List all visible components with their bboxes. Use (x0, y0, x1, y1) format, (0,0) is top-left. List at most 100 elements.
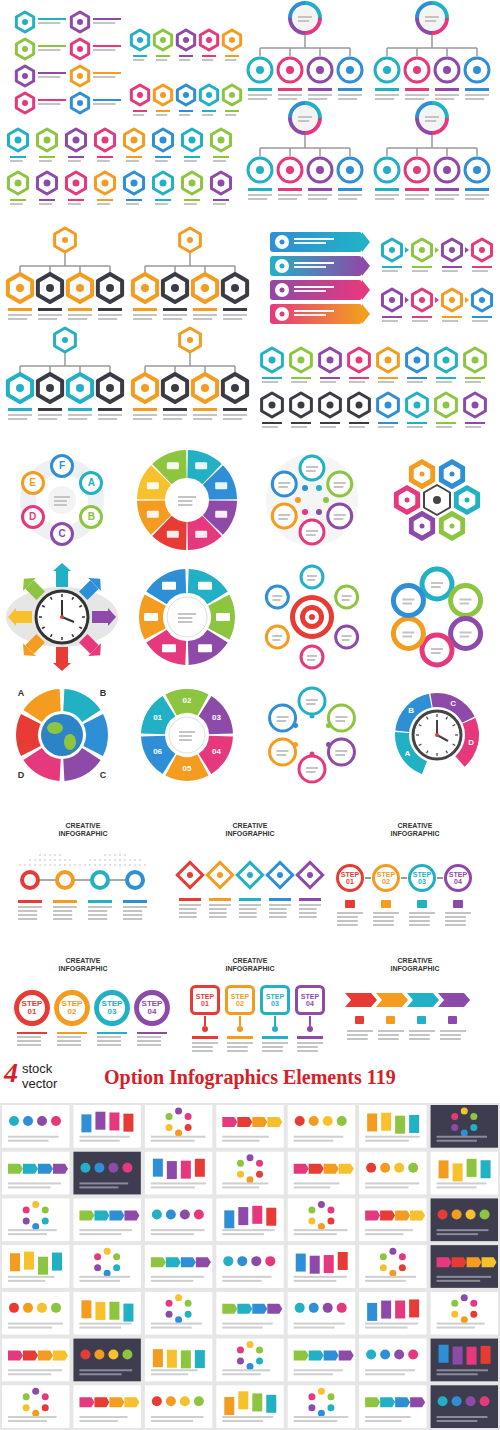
hexagon (407, 393, 428, 417)
text-bar (465, 88, 489, 91)
wire (387, 147, 477, 149)
thumb-arrow (339, 1351, 354, 1361)
circle-shape (452, 1396, 462, 1406)
thumb-arrow (294, 1164, 309, 1174)
circle-shape (295, 1303, 305, 1313)
text-bar (405, 194, 429, 196)
circle-shape (9, 1303, 19, 1313)
hexagon (223, 374, 247, 402)
wire (446, 717, 448, 720)
hexagon (399, 491, 415, 509)
circle-shape (327, 402, 334, 409)
text-bar (269, 904, 291, 906)
text-bar (98, 308, 122, 311)
node-text: F (59, 461, 65, 472)
circle-shape (80, 1163, 90, 1173)
circle-shape (316, 509, 322, 515)
circle-shape (39, 859, 41, 861)
step-ring: STEP 04 (134, 990, 170, 1026)
arc-segment (187, 516, 221, 550)
circle-shape (298, 357, 305, 364)
circle-shape (114, 859, 116, 861)
circle-shape (465, 498, 470, 503)
node-text: STEP 02 (60, 1000, 84, 1017)
text-bar (133, 308, 157, 311)
note-box (167, 531, 179, 538)
circle-shape (380, 1253, 387, 1260)
circle-shape (301, 566, 323, 588)
hexagon (193, 274, 217, 302)
circle-shape (94, 1264, 101, 1271)
text-bar (342, 599, 350, 601)
circle-shape (419, 247, 425, 253)
circle-shape (125, 870, 145, 890)
text-bar (272, 595, 282, 597)
arc-segment (137, 500, 171, 534)
hexagon (16, 12, 33, 32)
text-bar (79, 1373, 121, 1375)
text-bar (179, 59, 190, 61)
thumb-bar (367, 1113, 377, 1131)
circle-shape (479, 247, 485, 253)
circle-shape (308, 1217, 315, 1224)
thumb-arrow (294, 1351, 309, 1361)
circle-shape (113, 1264, 120, 1271)
wire (72, 597, 74, 600)
thumb-arrow (267, 1304, 282, 1314)
circle-shape (108, 1350, 118, 1360)
text-bar (133, 55, 147, 57)
text-bar (53, 914, 72, 916)
wire (144, 266, 146, 273)
text-bar (262, 1042, 288, 1044)
diamond (267, 862, 292, 887)
circle-shape (77, 73, 83, 79)
text-bar (151, 1182, 206, 1184)
text-bar (93, 45, 121, 47)
circle-shape (413, 66, 421, 74)
thumb-arrow (410, 1210, 425, 1220)
node-text: STEP 01 (340, 871, 360, 886)
text-bar (151, 1276, 204, 1278)
hexagon (66, 172, 85, 194)
circle-border (338, 866, 363, 891)
text-bar (308, 98, 327, 100)
hexagon (55, 228, 76, 252)
circle-shape (316, 166, 324, 174)
text-bar (375, 94, 399, 96)
thumbnail (359, 1292, 426, 1335)
thumb-arrow (38, 1164, 53, 1174)
box-border (262, 987, 289, 1014)
circle-shape (41, 714, 83, 756)
circle-shape (461, 1130, 468, 1137)
circle-shape (451, 1311, 458, 1318)
band (270, 304, 362, 324)
wire (82, 616, 85, 618)
thumb-bar (252, 1393, 262, 1411)
circle-shape (443, 402, 450, 409)
circle-shape (124, 859, 126, 861)
thumbnail (288, 1198, 355, 1241)
thumb-arrow (8, 1164, 23, 1174)
hexagon (436, 393, 457, 417)
hexagon (68, 374, 92, 402)
circle-shape (189, 180, 196, 187)
circle-shape (122, 1350, 132, 1360)
hexagon (459, 491, 475, 509)
circle-shape (327, 1217, 334, 1224)
step-ring: STEP 02 (54, 990, 90, 1026)
wire (446, 48, 448, 56)
circle-shape (308, 58, 332, 82)
circle-shape (175, 1108, 182, 1115)
text-bar (298, 120, 309, 122)
circle-shape (194, 1209, 204, 1219)
text-bar (472, 266, 492, 268)
wire (109, 366, 111, 373)
text-bar (179, 739, 192, 741)
wire (416, 48, 418, 56)
hexagon (66, 129, 85, 151)
circle-shape (183, 92, 189, 98)
text-bar (39, 203, 52, 205)
thumb-arrow (79, 1210, 94, 1220)
letter-circle: C (50, 522, 74, 546)
